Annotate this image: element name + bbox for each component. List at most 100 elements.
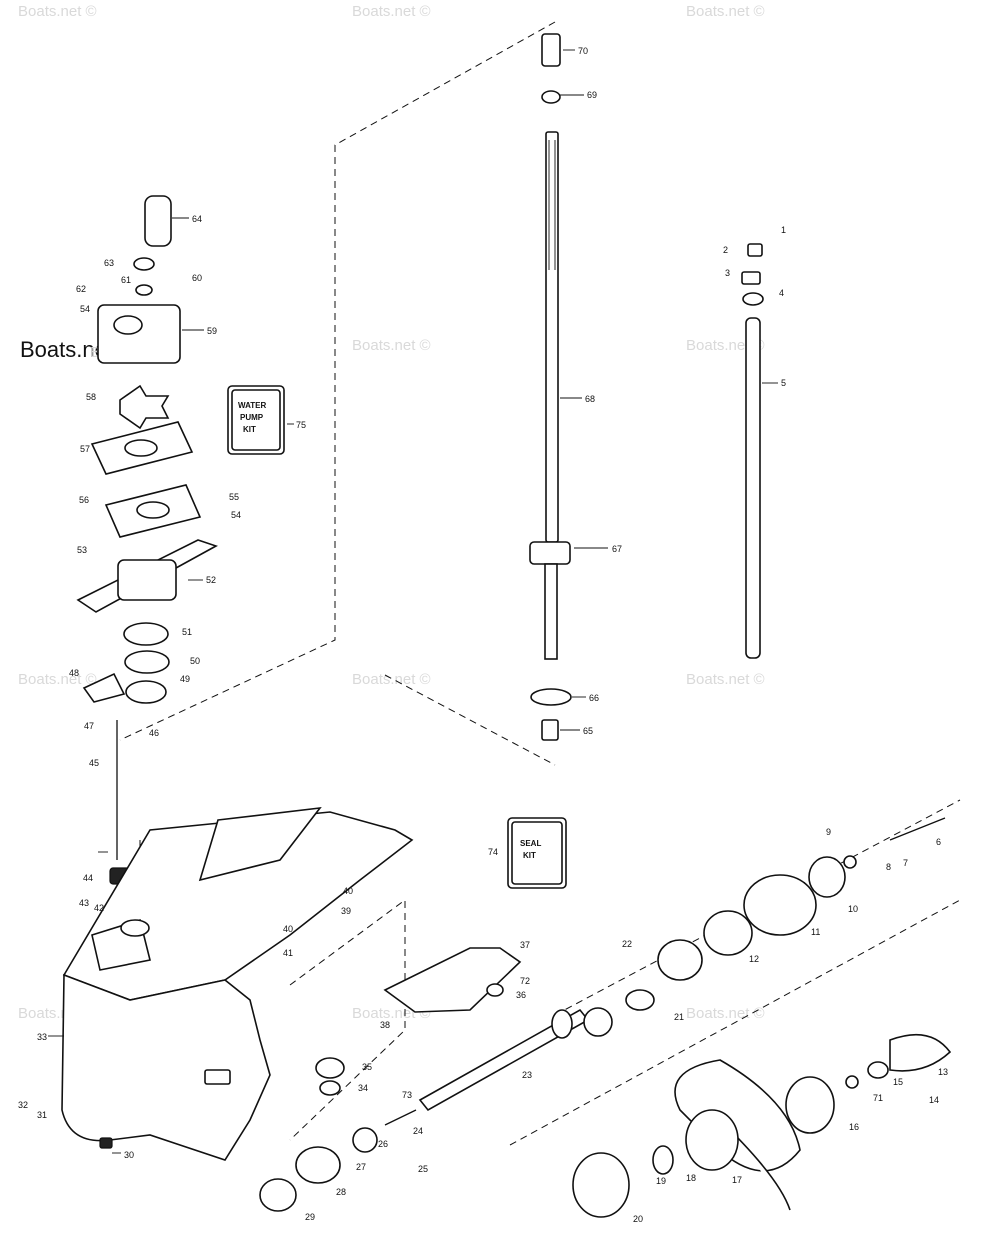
part-number: 27 [356, 1162, 366, 1172]
part-number: 56 [79, 495, 89, 505]
part-number: 9 [826, 827, 831, 837]
watermark: Boats.net © [686, 1005, 765, 1022]
part-number: 47 [84, 721, 94, 731]
part-number: 8 [886, 862, 891, 872]
part-number: 3 [725, 268, 730, 278]
watermark: Boats.net © [686, 671, 765, 688]
kit-text: SEAL [520, 839, 541, 848]
part-number: 34 [358, 1083, 368, 1093]
part-number: 19 [656, 1176, 666, 1186]
watermark: Boats.net © [686, 3, 765, 20]
part-number: 52 [206, 575, 216, 585]
part-number: 50 [190, 656, 200, 666]
part-number: 26 [378, 1139, 388, 1149]
part-number: 18 [686, 1173, 696, 1183]
part-number: 41 [283, 948, 293, 958]
part-number: 12 [749, 954, 759, 964]
part-number: 45 [89, 758, 99, 768]
part-number: 62 [76, 284, 86, 294]
part-number: 20 [633, 1214, 643, 1224]
callout-labels: 1 2 3 4 5 6 7 8 9 10 11 12 13 14 15 16 1… [18, 46, 948, 1224]
drive-shaft-group [529, 33, 764, 741]
part-number: 72 [520, 976, 530, 986]
part-number: 38 [380, 1020, 390, 1030]
watermark: Boats.net © [352, 3, 431, 20]
part-number: 73 [402, 1090, 412, 1100]
part-number: 39 [341, 906, 351, 916]
watermark: Boats.net © [18, 671, 97, 688]
part-number: 29 [305, 1212, 315, 1222]
part-number: 22 [622, 939, 632, 949]
part-number: 2 [723, 245, 728, 255]
kit-text: KIT [523, 851, 536, 860]
watermark-layer: Boats.net © Boats.net © Boats.net © Boat… [18, 3, 765, 1022]
part-number: 36 [516, 990, 526, 1000]
part-number: 53 [77, 545, 87, 555]
part-number: 54 [80, 304, 90, 314]
part-number: 59 [207, 326, 217, 336]
part-number: 69 [587, 90, 597, 100]
part-number: 4 [779, 288, 784, 298]
part-number: 11 [811, 927, 820, 937]
part-number: 31 [37, 1110, 47, 1120]
part-number: 10 [848, 904, 858, 914]
part-number: 48 [69, 668, 79, 678]
part-number: 58 [86, 392, 96, 402]
part-number: 65 [583, 726, 593, 736]
part-number: 51 [182, 627, 192, 637]
part-number: 14 [929, 1095, 939, 1105]
gear-housing-group [61, 806, 522, 1161]
part-number: 21 [674, 1012, 684, 1022]
assembly-guide-lines [119, 21, 961, 1146]
part-number: 7 [903, 858, 908, 868]
part-number: 6 [936, 837, 941, 847]
part-number: 63 [104, 258, 114, 268]
watermark: Boats.net © [352, 671, 431, 688]
part-number: 1 [781, 225, 786, 235]
part-number: 54 [231, 510, 241, 520]
part-number: 35 [362, 1062, 372, 1072]
seal-kit-box: SEAL KIT [507, 817, 567, 889]
part-number: 75 [296, 420, 306, 430]
part-number: 40 [343, 886, 353, 896]
part-number: 64 [192, 214, 202, 224]
part-number: 40 [283, 924, 293, 934]
water-pump-kit-box: WATER PUMP KIT [227, 385, 285, 455]
part-number: 68 [585, 394, 595, 404]
part-number: 74 [488, 847, 498, 857]
part-number: 67 [612, 544, 622, 554]
kit-text: WATER [238, 401, 267, 410]
watermark: Boats.net © [18, 3, 97, 20]
part-number: 16 [849, 1122, 859, 1132]
propeller-shaft-group [259, 817, 952, 1218]
part-number: 57 [80, 444, 90, 454]
part-number: 33 [37, 1032, 47, 1042]
part-number: 17 [732, 1175, 742, 1185]
leader-lines [48, 49, 778, 1154]
part-number: 55 [229, 492, 239, 502]
water-pump-group [76, 195, 218, 885]
part-number: 37 [520, 940, 530, 950]
part-number: 44 [83, 873, 93, 883]
part-number: 42 [94, 903, 104, 913]
watermark: Boats.net © [686, 337, 765, 354]
part-number: 70 [578, 46, 588, 56]
part-number: 23 [522, 1070, 532, 1080]
part-number: 13 [938, 1067, 948, 1077]
part-number: 25 [418, 1164, 428, 1174]
part-number: 43 [79, 898, 89, 908]
part-number: 30 [124, 1150, 134, 1160]
part-number: 24 [413, 1126, 423, 1136]
watermark: Boats.net © [352, 337, 431, 354]
kit-text: KIT [243, 425, 256, 434]
part-number: 49 [180, 674, 190, 684]
part-number: 5 [781, 378, 786, 388]
kit-text: PUMP [240, 413, 264, 422]
part-number: 66 [589, 693, 599, 703]
part-number: 15 [893, 1077, 903, 1087]
part-number: 71 [873, 1093, 883, 1103]
part-number: 61 [121, 275, 131, 285]
part-number: 60 [192, 273, 202, 283]
part-number: 46 [149, 728, 159, 738]
